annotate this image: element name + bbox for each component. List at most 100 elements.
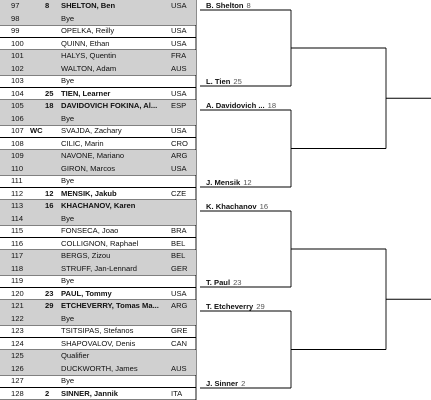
seed-number: 16	[45, 201, 54, 210]
seed-number: 29	[45, 301, 54, 310]
country-code: BEL	[171, 251, 186, 260]
draw-row: 123 TSITSIPAS, Stefanos GRE	[0, 325, 196, 338]
country-code: GER	[171, 263, 188, 273]
country-code: CAN	[171, 338, 188, 348]
draw-number: 102	[11, 63, 24, 73]
round2-name: J. Sinner	[206, 379, 239, 388]
country-code: USA	[171, 163, 187, 173]
draw-number: 123	[11, 326, 24, 335]
country-code: USA	[171, 26, 187, 35]
draw-row: 125 Qualifier	[0, 350, 196, 363]
round2-seed: 12	[243, 178, 252, 187]
draw-number: 112	[11, 188, 24, 198]
draw-number: 108	[11, 138, 24, 148]
draw-row: 111 Bye	[0, 175, 196, 188]
player-name: QUINN, Ethan	[61, 38, 110, 48]
country-code: GRE	[171, 326, 188, 335]
player-name: Qualifier	[61, 351, 90, 360]
draw-row: 112 12 MENSIK, Jakub CZE	[0, 188, 196, 201]
draw-number: 115	[11, 226, 24, 235]
draw-number: 107	[11, 126, 24, 135]
player-name: Bye	[61, 176, 75, 185]
draw-row: 124 SHAPOVALOV, Denis CAN	[0, 338, 196, 351]
country-code: CZE	[171, 188, 187, 198]
player-name: SVAJDA, Zachary	[61, 126, 122, 135]
round2-name: K. Khachanov	[206, 202, 257, 211]
seed-number: 12	[45, 188, 54, 198]
seed-number: 23	[45, 288, 54, 298]
draw-number: 126	[11, 363, 24, 373]
draw-number: 103	[11, 76, 24, 85]
country-code: ITA	[171, 388, 183, 398]
round2-name: B. Shelton	[206, 1, 244, 10]
country-code: ARG	[171, 151, 188, 160]
country-code: USA	[171, 38, 187, 48]
country-code: AUS	[171, 363, 187, 373]
player-name: Bye	[61, 113, 75, 123]
draw-number: 121	[11, 301, 24, 310]
round2-seed: 18	[267, 101, 277, 110]
player-name: TSITSIPAS, Stefanos	[61, 326, 134, 335]
draw-number: 106	[11, 113, 24, 123]
country-code: USA	[171, 126, 187, 135]
country-code: BRA	[171, 226, 187, 235]
player-name: WALTON, Adam	[61, 63, 117, 73]
player-name: SINNER, Jannik	[61, 388, 118, 398]
draw-number: 104	[11, 88, 24, 98]
round2-seed: 23	[233, 278, 242, 287]
round2-seed: 2	[241, 379, 246, 388]
draw-number: 116	[11, 238, 24, 248]
draw-number: 122	[11, 313, 24, 323]
player-name: GIRON, Marcos	[61, 163, 116, 173]
draw-number: 111	[11, 176, 23, 185]
country-code: USA	[171, 88, 187, 98]
player-name: SHAPOVALOV, Denis	[61, 338, 136, 348]
player-name: OPELKA, Reilly	[61, 26, 115, 35]
draw-row: 106 Bye	[0, 112, 196, 125]
draw-number: 101	[11, 51, 24, 60]
round2-seed: 8	[246, 1, 251, 10]
draw-number: 99	[11, 26, 20, 35]
player-name: Bye	[61, 313, 75, 323]
player-name: PAUL, Tommy	[61, 288, 112, 298]
draw-number: 109	[11, 151, 24, 160]
seed-number: 2	[45, 388, 50, 398]
round2-name: J. Mensik	[206, 178, 241, 187]
player-name: Bye	[61, 276, 75, 285]
draw-number: 125	[11, 351, 24, 360]
draw-number: 124	[11, 338, 24, 348]
draw-number: 114	[11, 213, 24, 223]
player-name: KHACHANOV, Karen	[61, 201, 136, 210]
draw-row: 107 WC SVAJDA, Zachary USA	[0, 125, 196, 138]
player-name: MENSIK, Jakub	[61, 188, 117, 198]
player-name: Bye	[61, 76, 75, 85]
round2-name: A. Davidovich ...	[206, 101, 265, 110]
draw-number: 127	[11, 376, 24, 385]
entry-tag: WC	[30, 126, 43, 135]
draw-number: 120	[11, 288, 24, 298]
seed-number: 8	[45, 1, 50, 10]
draw-number: 98	[11, 13, 20, 23]
country-code: USA	[171, 1, 187, 10]
round2-winner: A. Davidovich ...18	[206, 101, 276, 111]
draw-number: 118	[11, 263, 24, 273]
player-name: Bye	[61, 13, 75, 23]
